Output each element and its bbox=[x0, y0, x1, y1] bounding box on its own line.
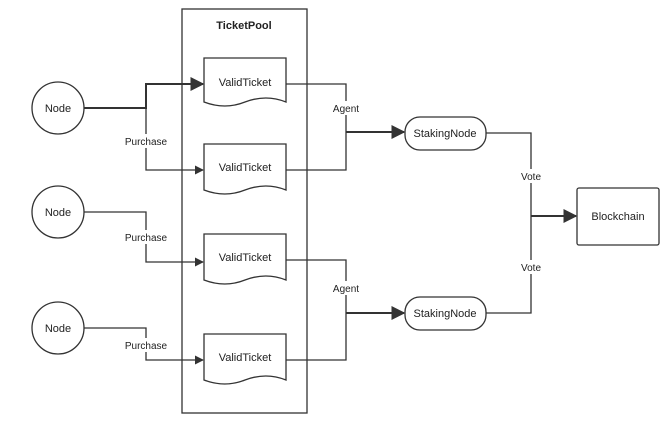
node-2: Node bbox=[31, 185, 85, 239]
blockchain-label: Blockchain bbox=[591, 211, 644, 223]
ticket-3: ValidTicket bbox=[203, 233, 287, 285]
agent-1-bg bbox=[328, 101, 364, 115]
edge-staking-merge bbox=[486, 132, 532, 314]
ticket-pool-title: TicketPool bbox=[216, 20, 271, 32]
purchase-2-bg bbox=[121, 230, 171, 244]
staking-node-2: StakingNode bbox=[404, 296, 487, 331]
ticket-1: ValidTicket bbox=[203, 57, 287, 107]
ticket-4-shape bbox=[203, 333, 287, 385]
staking-node-2-label: StakingNode bbox=[414, 308, 477, 320]
staking-node-1: StakingNode bbox=[404, 116, 487, 151]
node-3: Node bbox=[31, 301, 85, 355]
node-2-label: Node bbox=[45, 207, 71, 219]
edge-labels: Purchase Purchase Purchase Agent Agent V… bbox=[121, 101, 546, 352]
ticket-2: ValidTicket bbox=[203, 143, 287, 195]
purchase-label-3: Purchase bbox=[125, 341, 168, 352]
purchase-label-2: Purchase bbox=[125, 233, 168, 244]
edge-tickets34-merge bbox=[286, 259, 347, 361]
ticket-1-shape bbox=[203, 57, 287, 107]
agent-2-bg bbox=[328, 281, 364, 295]
edge-tickets12-merge bbox=[286, 83, 347, 171]
edge-node1-ticket2 bbox=[145, 108, 204, 175]
node-3-label: Node bbox=[45, 323, 71, 335]
node-1-label: Node bbox=[45, 103, 71, 115]
ticket-4-label: ValidTicket bbox=[219, 352, 272, 364]
edge-node1-ticket1 bbox=[84, 77, 205, 109]
ticket-3-shape bbox=[203, 233, 287, 285]
purchase-1-bg bbox=[121, 134, 171, 148]
ticket-4: ValidTicket bbox=[203, 333, 287, 385]
edges bbox=[84, 77, 578, 365]
ticket-3-label: ValidTicket bbox=[219, 252, 272, 264]
agent-label-1: Agent bbox=[333, 104, 359, 115]
node-1: Node bbox=[31, 81, 85, 135]
purchase-3-bg bbox=[121, 338, 171, 352]
vote-1-bg bbox=[516, 169, 546, 183]
ticket-1-label: ValidTicket bbox=[219, 77, 272, 89]
ticket-2-label: ValidTicket bbox=[219, 162, 272, 174]
staking-node-1-label: StakingNode bbox=[414, 128, 477, 140]
purchase-label-1: Purchase bbox=[125, 137, 168, 148]
ticket-2-shape bbox=[203, 143, 287, 195]
vote-2-bg bbox=[516, 260, 546, 274]
agent-label-2: Agent bbox=[333, 284, 359, 295]
vote-label-2: Vote bbox=[521, 263, 541, 274]
blockchain: Blockchain bbox=[576, 187, 660, 246]
vote-label-1: Vote bbox=[521, 172, 541, 183]
